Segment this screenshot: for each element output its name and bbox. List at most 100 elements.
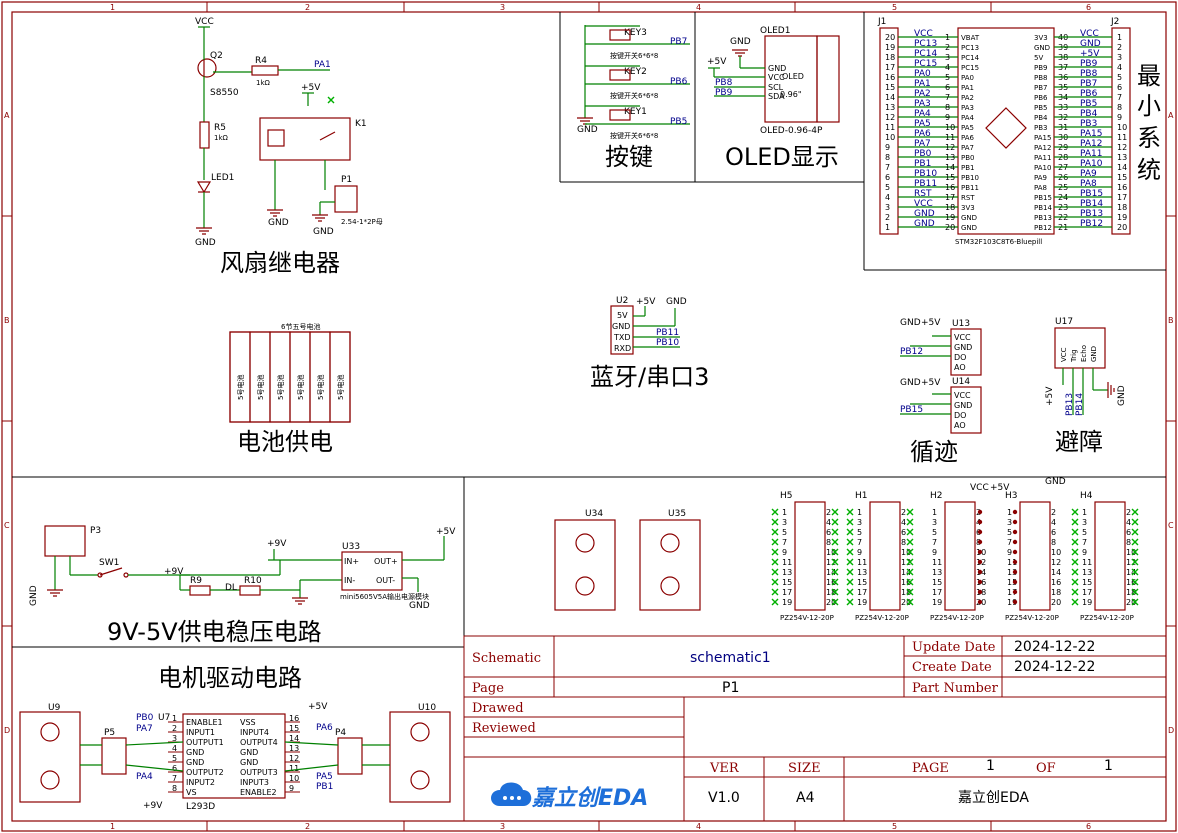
u17-label: U17 xyxy=(1055,317,1073,327)
l293d-left-pin-name: OUTPUT1 xyxy=(186,738,224,747)
motor-pa7-net: PA7 xyxy=(136,724,153,734)
zone-row-b-right: B xyxy=(1168,316,1174,325)
mcu-right-net: PB12 xyxy=(1080,219,1103,229)
zone-col-6-bot: 6 xyxy=(1086,822,1091,831)
r4-resistor xyxy=(251,65,279,76)
mcu-left-pin-number: 3 xyxy=(945,53,950,62)
l293d-right-pin-number: 14 xyxy=(289,734,299,743)
zone-col-1-bot: 1 xyxy=(110,822,115,831)
header-junction xyxy=(1012,519,1018,525)
header-pin-even: 12 xyxy=(826,558,836,567)
j1-pin-number: 12 xyxy=(885,113,895,122)
nc-mark xyxy=(906,568,914,576)
l293d-left-pin-name: VS xyxy=(186,788,197,797)
mcu-left-pin-name: PB0 xyxy=(961,154,974,162)
u33-label: U33 xyxy=(342,542,360,552)
bt-5v-label: +5V xyxy=(636,297,656,307)
nc-mark xyxy=(831,518,839,526)
key3-part: 按键开关6*6*8 xyxy=(610,51,658,60)
pin-header-body xyxy=(1094,501,1126,611)
header-pin-odd: 19 xyxy=(1082,598,1092,607)
mcu-left-pin-name: PB10 xyxy=(961,174,979,182)
u13-gnd-label: GND xyxy=(900,318,921,328)
nc-mark xyxy=(771,548,779,556)
nc-mark xyxy=(906,598,914,606)
u10-label: U10 xyxy=(418,703,436,713)
tb-of-label: OF xyxy=(1036,761,1056,776)
fan-gnd-2 xyxy=(267,209,283,217)
nc-mark xyxy=(846,558,854,566)
header-pin-odd: 7 xyxy=(782,538,787,547)
u34-mount xyxy=(554,519,616,611)
nc-mark xyxy=(771,588,779,596)
tb-page-label: Page xyxy=(472,681,504,696)
mcu-left-pin-number: 15 xyxy=(945,173,955,182)
l293d-left-pin-number: 7 xyxy=(172,774,177,783)
battery-cell-label: 5号电池 xyxy=(316,375,325,400)
header-pin-odd: 13 xyxy=(1007,568,1017,577)
mcu-right-pin-name: PB3 xyxy=(1034,124,1047,132)
nc-mark xyxy=(1071,588,1079,596)
header-pin-odd: 7 xyxy=(932,538,937,547)
header-pin-even: 10 xyxy=(901,548,911,557)
tb-update-value: 2024-12-22 xyxy=(1014,639,1095,655)
mcu-right-pin-name: PB13 xyxy=(1034,214,1052,222)
header-pin-odd: 13 xyxy=(932,568,942,577)
header-pin-even: 20 xyxy=(1051,598,1061,607)
mcu-left-pin-number: 11 xyxy=(945,133,955,142)
nc-mark xyxy=(1071,598,1079,606)
mcu-left-net: PA7 xyxy=(914,139,931,149)
keys-gnd xyxy=(577,117,593,125)
j1-label: J1 xyxy=(877,17,886,27)
mcu-left-pin-name: PC15 xyxy=(961,64,979,72)
tb-create-value: 2024-12-22 xyxy=(1014,659,1095,675)
header-pin-odd: 13 xyxy=(1082,568,1092,577)
section-title-obstacle: 避障 xyxy=(1055,428,1103,456)
p5-label: P5 xyxy=(104,728,115,738)
u17-pb13-net: PB13 xyxy=(1065,393,1075,416)
u17-module xyxy=(1054,327,1106,369)
keys-gnd-label: GND xyxy=(577,125,598,135)
header-pin-even: 14 xyxy=(1051,568,1061,577)
mcu-right-pin-name: PA11 xyxy=(1034,154,1051,162)
dl-label: DL xyxy=(225,583,237,593)
l293d-right-pin-number: 12 xyxy=(289,754,299,763)
l293d-part: L293D xyxy=(186,802,215,812)
mcu-left-net: PA2 xyxy=(914,89,931,99)
mcu-left-pin-name: PA3 xyxy=(961,104,974,112)
mcu-right-net: VCC xyxy=(1080,29,1099,39)
oled-text-2: 0.96" xyxy=(780,90,802,99)
led1-label: LED1 xyxy=(211,173,234,183)
l293d-left-pin-name: ENABLE1 xyxy=(186,718,223,727)
mcu-left-pin-number: 12 xyxy=(945,143,955,152)
tb-page-count-value: 1 xyxy=(986,758,995,774)
mcu-left-net: PC14 xyxy=(914,49,937,59)
bt-pin-gnd: GND xyxy=(612,322,630,331)
mcu-left-pin-number: 14 xyxy=(945,163,955,172)
header-pin-even: 16 xyxy=(1126,578,1136,587)
bt-module xyxy=(610,305,634,355)
nc-mark xyxy=(831,548,839,556)
r4-value: 1kΩ xyxy=(256,79,271,87)
nc-mark xyxy=(846,548,854,556)
j1-pin-number: 1 xyxy=(885,223,890,232)
header-junction xyxy=(977,569,983,575)
nc-mark xyxy=(1131,518,1139,526)
header-part: PZ254V-12-20P xyxy=(1080,614,1134,622)
u14-pin-vcc: VCC xyxy=(954,391,971,400)
header-pin-odd: 7 xyxy=(1082,538,1087,547)
nc-mark xyxy=(831,568,839,576)
header-pin-odd: 7 xyxy=(1007,538,1012,547)
header-pin-odd: 11 xyxy=(1007,558,1017,567)
nc-mark xyxy=(846,578,854,586)
mcu-left-pin-name: PC14 xyxy=(961,54,980,62)
header-pin-odd: 9 xyxy=(857,548,862,557)
nc-mark xyxy=(846,538,854,546)
j1-pin-number: 2 xyxy=(885,213,890,222)
u14-5v-label: +5V xyxy=(921,378,941,388)
nc-mark xyxy=(906,558,914,566)
nc-mark xyxy=(771,528,779,536)
j2-pin-number: 10 xyxy=(1117,123,1127,132)
keys-circuit: GND KEY3 PB7 按键开关6*6*8 KEY2 PB6 按键开关6*6*… xyxy=(577,25,690,140)
j2-pin-number: 15 xyxy=(1117,173,1127,182)
